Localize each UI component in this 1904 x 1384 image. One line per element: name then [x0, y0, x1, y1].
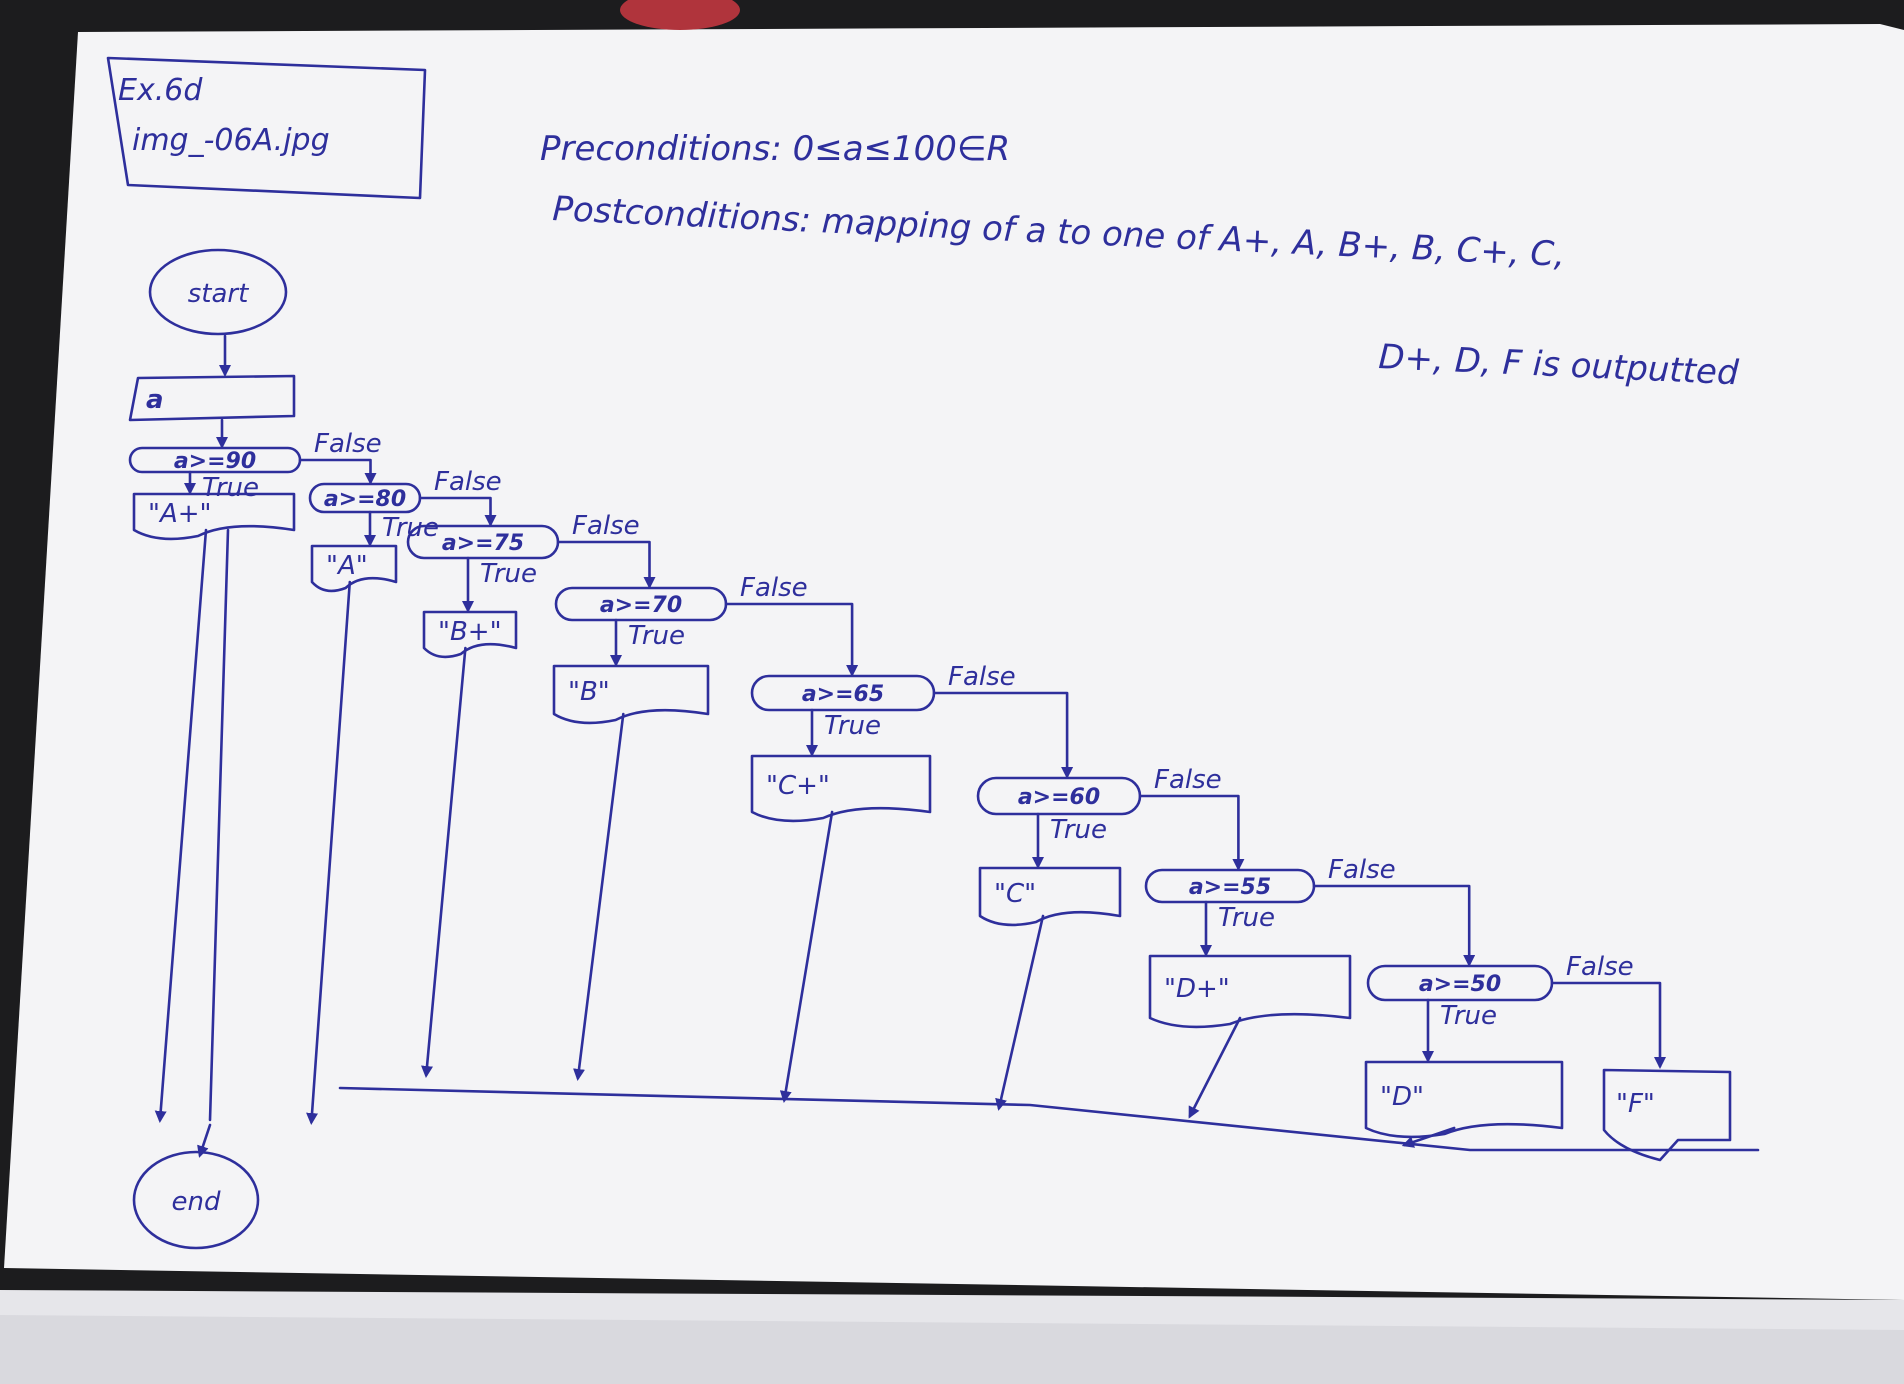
output-box-8	[1364, 1060, 1564, 1139]
output-box-1	[132, 492, 296, 541]
end-label: end	[172, 1187, 221, 1217]
true-label-6: True	[1050, 815, 1107, 845]
false-label-1: False	[314, 429, 382, 459]
start-terminal	[148, 248, 288, 336]
output-box-7	[1148, 954, 1352, 1029]
paper-underlay-2	[0, 1315, 1904, 1384]
decision-condition-4: a>=70	[600, 593, 682, 618]
paper-sheet	[4, 24, 1904, 1300]
false-label-5: False	[948, 662, 1016, 692]
false-arrow-8	[1550, 981, 1666, 1069]
output-label-8: "D"	[1380, 1082, 1424, 1112]
true-label-4: True	[628, 621, 685, 651]
output-label-F: "F"	[1616, 1089, 1655, 1119]
output-label-1: "A+"	[148, 499, 212, 529]
output-box-3	[422, 610, 518, 659]
output-box-F	[1602, 1068, 1732, 1162]
decision-condition-2: a>=80	[324, 487, 406, 512]
true-label-8: True	[1440, 1001, 1497, 1031]
end-terminal	[132, 1150, 260, 1250]
merge-arrow-6	[995, 914, 1045, 1111]
decisions-layer: a>=90True"A+"Falsea>=80True"A"Falsea>=75…	[128, 429, 1666, 1148]
header-line2: img_-06A.jpg	[132, 123, 330, 158]
merge-arrow-5	[779, 810, 834, 1103]
false-arrow-5	[932, 691, 1074, 779]
merge-arrow-7	[1188, 1016, 1242, 1119]
decision-condition-5: a>=65	[802, 682, 884, 707]
true-label-7: True	[1218, 903, 1275, 933]
arrow-to-end	[197, 1123, 212, 1158]
output-box-4	[552, 664, 710, 725]
false-label-7: False	[1328, 855, 1396, 885]
merge-arrow-2	[306, 580, 352, 1125]
merge-arrow-1	[154, 528, 208, 1123]
input-label: a	[146, 385, 164, 415]
merge-line	[338, 1086, 1760, 1152]
output-box-5	[750, 754, 932, 823]
output-box-6	[978, 866, 1122, 927]
true-label-2: True	[382, 513, 439, 543]
true-label-5: True	[824, 711, 881, 741]
merge-arrow-8	[1401, 1126, 1456, 1148]
output-box-2	[310, 544, 398, 593]
false-arrow-1	[298, 458, 377, 485]
input-box	[128, 374, 296, 422]
false-arrow-4	[724, 602, 859, 677]
header-line1: Ex.6d	[118, 73, 203, 108]
true-label-3: True	[480, 559, 537, 589]
true-label-1: True	[202, 473, 259, 503]
decision-condition-3: a>=75	[442, 531, 524, 556]
merge-arrow-4	[573, 712, 625, 1081]
decision-condition-6: a>=60	[1018, 785, 1100, 810]
false-label-3: False	[572, 511, 640, 541]
false-arrow-7	[1312, 884, 1476, 967]
decision-condition-1: a>=90	[174, 449, 256, 474]
output-label-5: "C+"	[766, 771, 830, 801]
aplus-down-line	[208, 528, 230, 1122]
red-object	[620, 0, 740, 30]
merge-arrow-3	[421, 646, 467, 1078]
output-label-7: "D+"	[1164, 974, 1230, 1004]
false-label-2: False	[434, 467, 502, 497]
false-arrow-6	[1138, 794, 1245, 871]
false-arrow-2	[418, 496, 497, 527]
output-label-6: "C"	[994, 879, 1036, 909]
start-label: start	[188, 279, 249, 309]
preconditions-text: Preconditions: 0≤a≤100∈R	[540, 129, 1010, 169]
decision-condition-8: a>=50	[1419, 972, 1501, 997]
false-label-6: False	[1154, 765, 1222, 795]
false-label-4: False	[740, 573, 808, 603]
false-label-8: False	[1566, 952, 1634, 982]
false-arrow-3	[556, 540, 656, 589]
output-label-2: "A"	[326, 551, 368, 581]
output-label-4: "B"	[568, 677, 610, 707]
header-box	[106, 56, 427, 200]
output-label-3: "B+"	[438, 617, 502, 647]
decision-condition-7: a>=55	[1189, 875, 1271, 900]
